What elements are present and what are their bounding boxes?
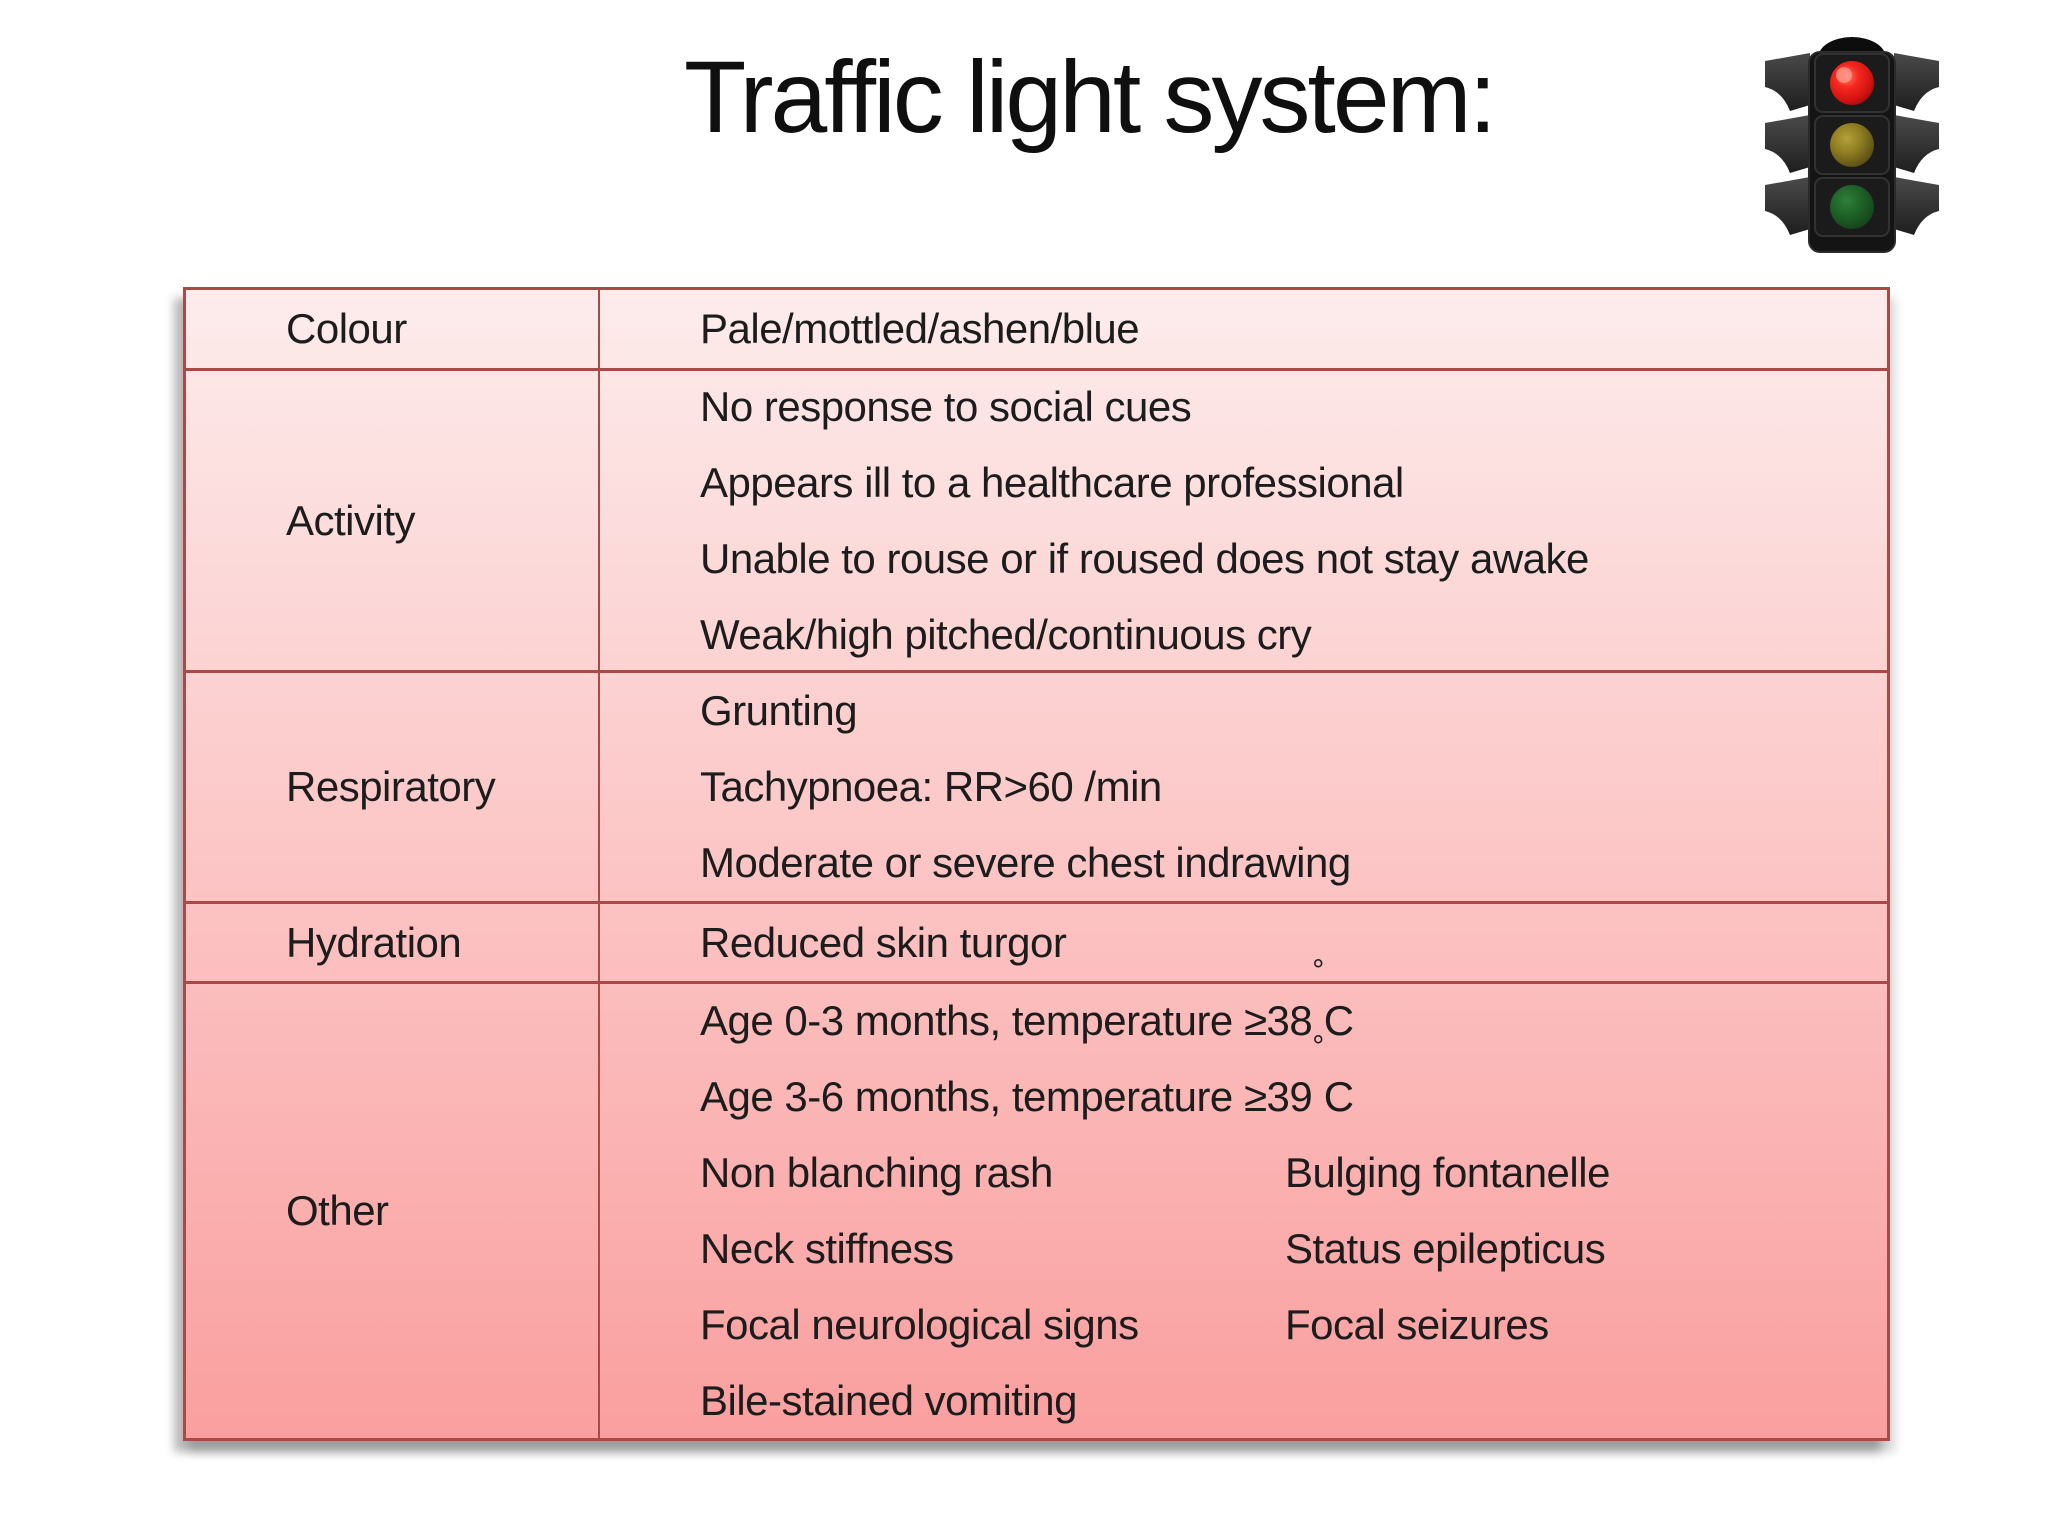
content-line: Pale/mottled/ashen/blue (700, 305, 1140, 352)
row-label-text: Colour (286, 305, 407, 352)
right-item: Bulging fontanelle (1285, 1149, 1610, 1196)
left-item: Neck stiffness (700, 1225, 954, 1272)
temp-unit: C (1323, 997, 1354, 1044)
row-content-colour: Pale/mottled/ashen/blue (600, 290, 1887, 368)
row-label-text: Activity (286, 496, 416, 544)
content-line: Reduced skin turgor (700, 918, 1067, 966)
temp-text: Age 3-6 months, temperature ≥39 (700, 1073, 1313, 1120)
content-line: Appears ill to a healthcare professional (700, 458, 1404, 506)
row-label-text: Other (286, 1187, 389, 1234)
right-item: Status epilepticus (1285, 1225, 1606, 1272)
table-row-respiratory: Respiratory Grunting Tachypnoea: RR>60 /… (186, 673, 1887, 904)
content-line-split: Neck stiffness Status epilepticus (700, 1211, 1867, 1287)
content-line: Tachypnoea: RR>60 /min (700, 763, 1162, 810)
green-light (1830, 185, 1874, 229)
row-label-text: Respiratory (286, 763, 496, 810)
row-content-hydration: Reduced skin turgor (600, 904, 1887, 981)
content-line: Bile-stained vomiting (700, 1377, 1078, 1424)
table-row-colour: Colour Pale/mottled/ashen/blue (186, 290, 1887, 371)
left-item: Non blanching rash (700, 1149, 1053, 1196)
temp-text: Age 0-3 months, temperature ≥38 (700, 997, 1313, 1044)
row-label-other: Other (186, 984, 600, 1438)
table-row-activity: Activity No response to social cues Appe… (186, 371, 1887, 673)
row-content-activity: No response to social cues Appears ill t… (600, 371, 1887, 670)
table-row-other: Other Age 0-3 months, temperature ≥38°C … (186, 954, 1887, 1438)
content-line: Moderate or severe chest indrawing (700, 839, 1351, 886)
content-line-temperature: Age 3-6 months, temperature ≥39°C (700, 1030, 1354, 1121)
traffic-light-table: Colour Pale/mottled/ashen/blue Activity … (183, 287, 1890, 1441)
row-label-text: Hydration (286, 918, 462, 966)
red-light (1830, 61, 1874, 105)
row-content-other: Age 0-3 months, temperature ≥38°C Age 3-… (600, 954, 1887, 1438)
amber-light (1830, 123, 1874, 167)
content-line-temperature: Age 0-3 months, temperature ≥38°C (700, 954, 1354, 1045)
row-label-hydration: Hydration (186, 904, 600, 981)
traffic-light-icon (1765, 37, 1939, 253)
row-label-activity: Activity (186, 371, 600, 670)
row-label-respiratory: Respiratory (186, 673, 600, 901)
page-title: Traffic light system: (684, 40, 1497, 154)
content-line-split: Focal neurological signs Focal seizures (700, 1287, 1867, 1363)
row-content-respiratory: Grunting Tachypnoea: RR>60 /min Moderate… (600, 673, 1887, 901)
content-line: Unable to rouse or if roused does not st… (700, 534, 1589, 582)
temp-unit: C (1323, 1073, 1354, 1120)
content-line: Grunting (700, 687, 858, 734)
content-line-split: Non blanching rash Bulging fontanelle (700, 1135, 1867, 1211)
content-line: Weak/high pitched/continuous cry (700, 610, 1312, 658)
row-label-colour: Colour (186, 290, 600, 368)
table-row-hydration: Hydration Reduced skin turgor (186, 904, 1887, 984)
left-item: Focal neurological signs (700, 1301, 1139, 1348)
content-line: No response to social cues (700, 382, 1192, 430)
right-item: Focal seizures (1285, 1301, 1549, 1348)
